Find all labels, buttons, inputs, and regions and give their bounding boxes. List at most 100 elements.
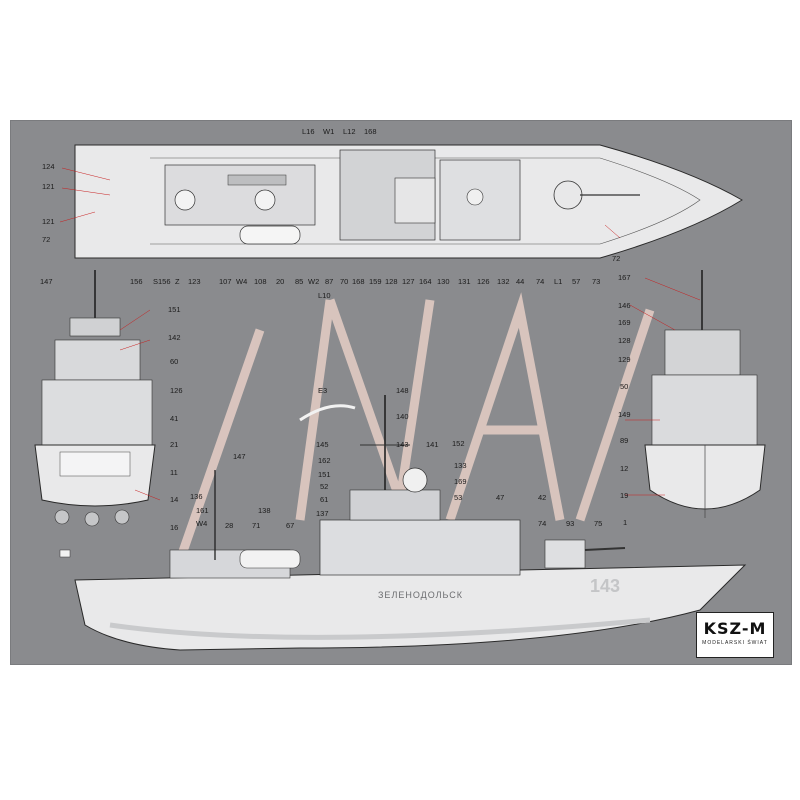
label-top: W2 bbox=[308, 277, 320, 286]
watermark-graphic bbox=[175, 292, 655, 562]
label-top: 130 bbox=[437, 277, 450, 286]
top-view bbox=[74, 144, 743, 259]
stern-view bbox=[34, 270, 156, 527]
label-bow: 19 bbox=[620, 491, 629, 500]
label-bow: 146 bbox=[618, 301, 631, 310]
label-top: 85 bbox=[295, 277, 304, 286]
label-side: 143 bbox=[396, 440, 409, 449]
label-top: 57 bbox=[572, 277, 581, 286]
label-side: 161 bbox=[196, 506, 209, 515]
ship-name: ЗЕЛЕНОДОЛЬСК bbox=[378, 590, 464, 600]
side-view-superstructure bbox=[319, 519, 521, 576]
label-stern: 142 bbox=[168, 333, 181, 342]
label-side: 151 bbox=[318, 470, 331, 479]
label-top: 168 bbox=[352, 277, 365, 286]
label-top: 121 bbox=[42, 182, 55, 191]
logo-subtitle: MODELARSKI ŚWIAT bbox=[702, 640, 768, 646]
label-top: 147 bbox=[40, 277, 53, 286]
label-top: Z bbox=[175, 277, 180, 286]
label-top: 132 bbox=[497, 277, 510, 286]
label-side: W4 bbox=[196, 519, 208, 528]
label-side: 52 bbox=[320, 482, 329, 491]
label-side: 133 bbox=[454, 461, 467, 470]
label-top: 124 bbox=[42, 162, 55, 171]
label-side: 162 bbox=[318, 456, 331, 465]
label-side: 47 bbox=[496, 493, 505, 502]
label-top: L1 bbox=[554, 277, 563, 286]
label-top: L12 bbox=[343, 127, 356, 136]
label-bow: 1 bbox=[623, 518, 628, 527]
label-top: 126 bbox=[477, 277, 490, 286]
label-top: L16 bbox=[302, 127, 315, 136]
label-side: 61 bbox=[320, 495, 329, 504]
label-side: 136 bbox=[190, 492, 203, 501]
top-view-boat bbox=[239, 225, 301, 245]
label-side: 145 bbox=[316, 440, 329, 449]
label-top: W4 bbox=[236, 277, 248, 286]
label-stern: 41 bbox=[170, 414, 179, 423]
label-bow: 128 bbox=[618, 336, 631, 345]
label-top: 44 bbox=[516, 277, 525, 286]
label-side: 140 bbox=[396, 412, 409, 421]
label-side: 148 bbox=[396, 386, 409, 395]
label-top: S156 bbox=[153, 277, 171, 286]
label-top: 107 bbox=[219, 277, 232, 286]
label-bow: 89 bbox=[620, 436, 629, 445]
label-side: 93 bbox=[566, 519, 575, 528]
label-bow: 129 bbox=[618, 355, 631, 364]
label-bow: 169 bbox=[618, 318, 631, 327]
label-top: 164 bbox=[419, 277, 432, 286]
label-side: 75 bbox=[594, 519, 603, 528]
leader-lines bbox=[59, 167, 701, 501]
label-side: 169 bbox=[454, 477, 467, 486]
label-side: E3 bbox=[318, 386, 328, 395]
label-stern: 11 bbox=[170, 468, 178, 477]
label-top: 74 bbox=[536, 277, 545, 286]
label-side: 28 bbox=[225, 521, 234, 530]
label-top: 70 bbox=[340, 277, 349, 286]
label-bow: 149 bbox=[618, 410, 631, 419]
label-side: 42 bbox=[538, 493, 547, 502]
label-side: 74 bbox=[538, 519, 547, 528]
label-top: 87 bbox=[325, 277, 334, 286]
label-side: 141 bbox=[426, 440, 439, 449]
label-top: 131 bbox=[458, 277, 471, 286]
publisher-logo: KSZ-M MODELARSKI ŚWIAT bbox=[696, 612, 774, 658]
label-side: 67 bbox=[286, 521, 295, 530]
label-stern: 151 bbox=[168, 305, 181, 314]
label-stern: 14 bbox=[170, 495, 179, 504]
label-stern: 16 bbox=[170, 523, 179, 532]
label-top: 20 bbox=[276, 277, 285, 286]
label-stern: 126 bbox=[170, 386, 183, 395]
label-bow: 167 bbox=[618, 273, 631, 282]
label-top: 159 bbox=[369, 277, 382, 286]
label-side: 138 bbox=[258, 506, 271, 515]
label-bow: 12 bbox=[620, 464, 629, 473]
side-view bbox=[59, 395, 747, 651]
label-stern: 21 bbox=[170, 440, 179, 449]
top-view-gun bbox=[553, 180, 583, 210]
label-side: 147 bbox=[233, 452, 246, 461]
label-stern: 60 bbox=[170, 357, 179, 366]
label-top: 108 bbox=[254, 277, 267, 286]
pennant-number: 143 bbox=[590, 576, 621, 596]
label-top: 128 bbox=[385, 277, 398, 286]
label-side: 53 bbox=[454, 493, 463, 502]
label-top: 72 bbox=[612, 254, 621, 263]
bow-view bbox=[644, 270, 766, 518]
label-side: 71 bbox=[252, 521, 261, 530]
label-top: 127 bbox=[402, 277, 415, 286]
label-top: 73 bbox=[592, 277, 601, 286]
label-top: 168 bbox=[364, 127, 377, 136]
label-top: 121 bbox=[42, 217, 55, 226]
label-top: 72 bbox=[42, 235, 51, 244]
label-top: W1 bbox=[323, 127, 335, 136]
label-top: L10 bbox=[318, 291, 331, 300]
label-top: 156 bbox=[130, 277, 143, 286]
label-side: 137 bbox=[316, 509, 329, 518]
logo-text: KSZ-M bbox=[703, 619, 767, 638]
label-bow: 50 bbox=[620, 382, 629, 391]
label-side: 152 bbox=[452, 439, 465, 448]
label-top: 123 bbox=[188, 277, 201, 286]
